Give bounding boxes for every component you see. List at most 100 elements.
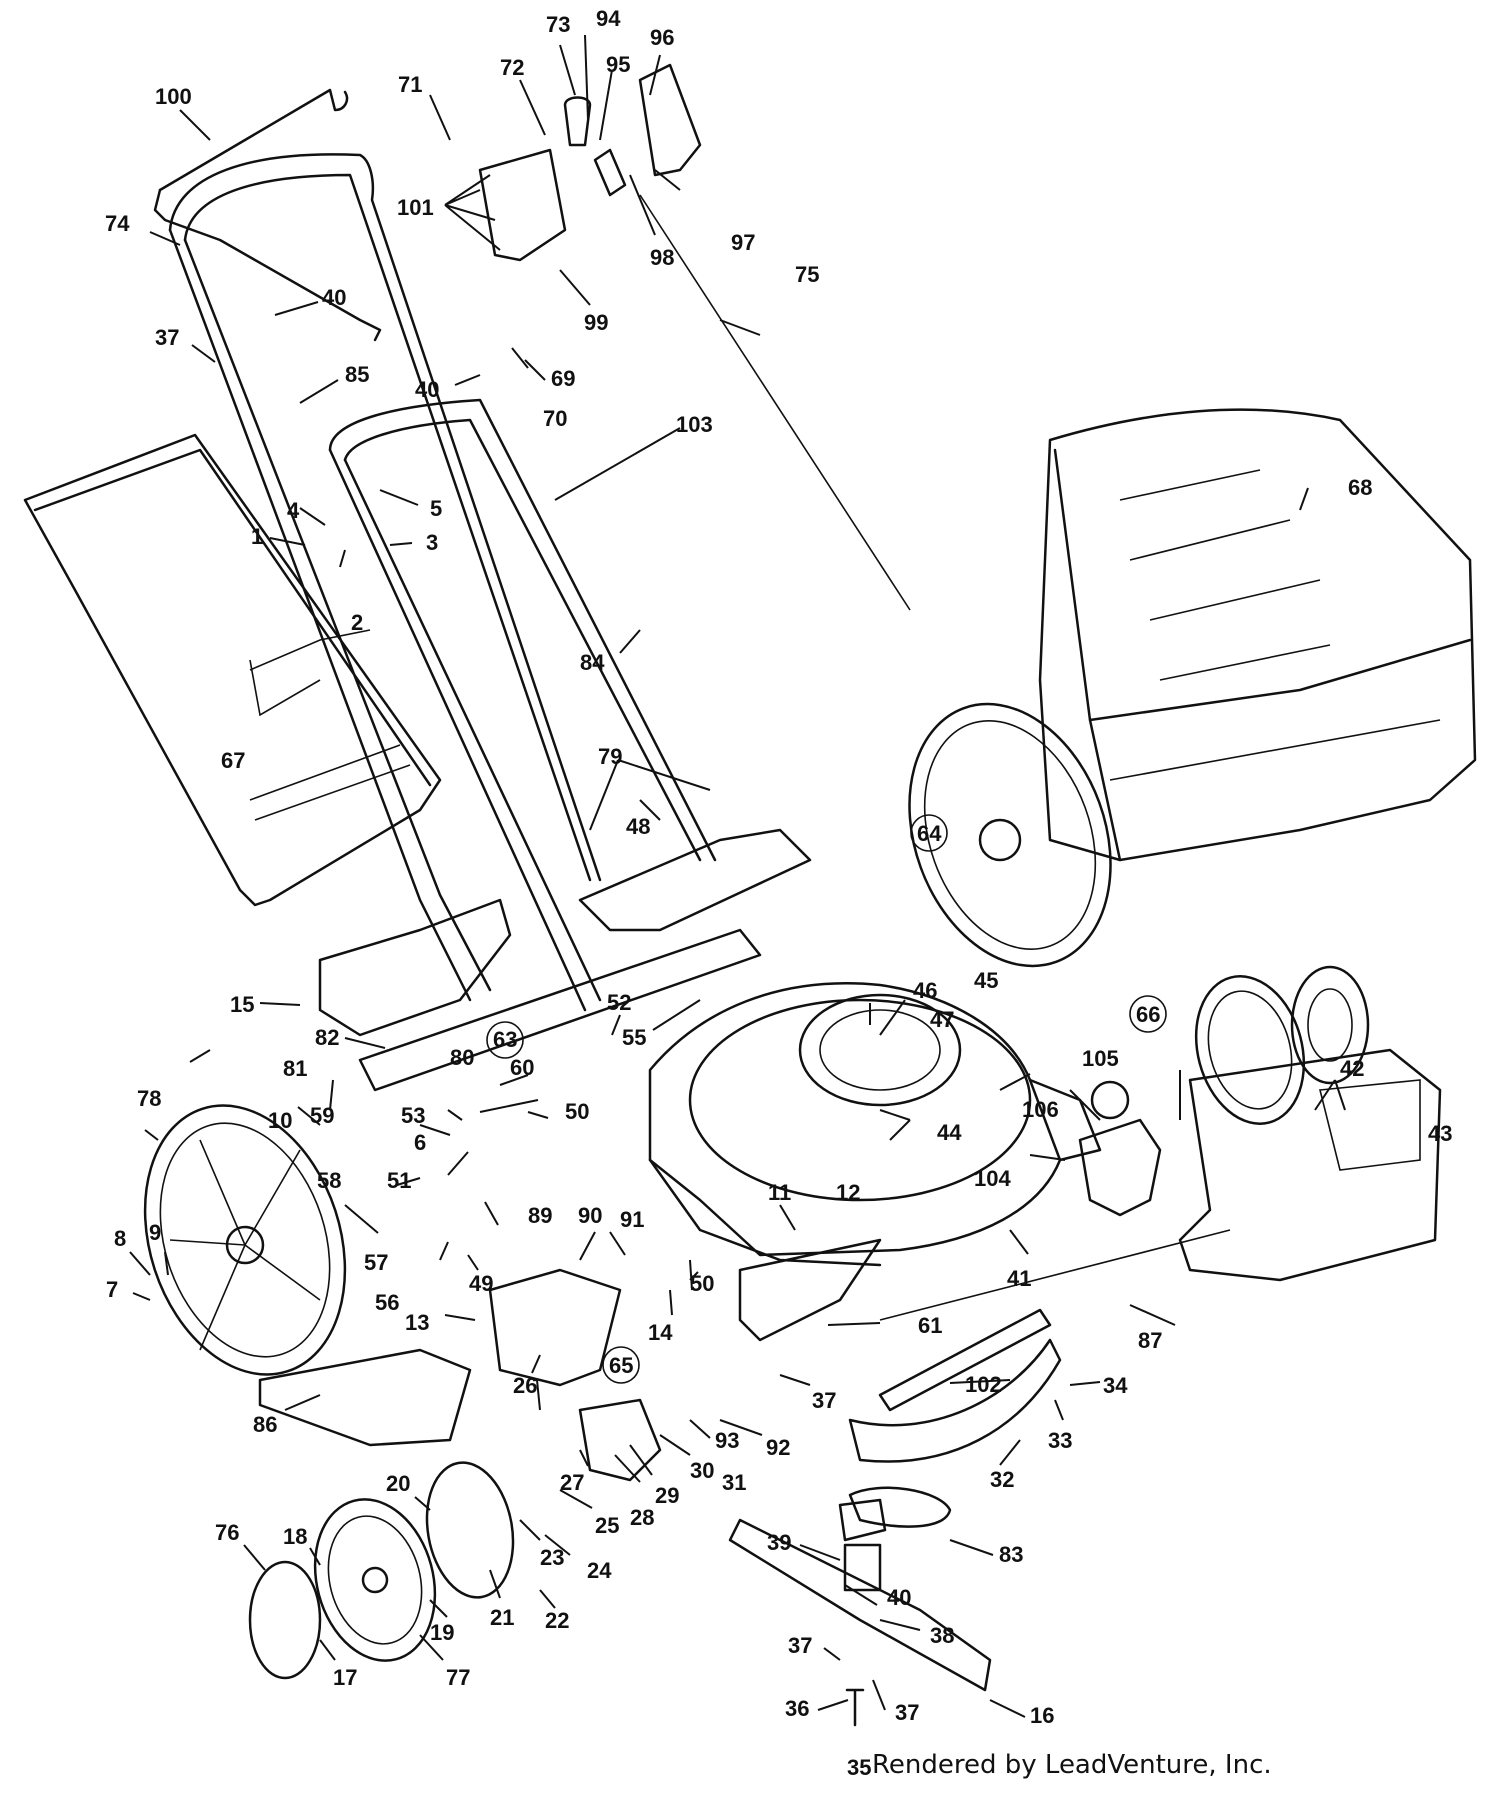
callout-25: 25: [595, 1513, 619, 1538]
render-credit: Rendered by LeadVenture, Inc.: [872, 1750, 1272, 1780]
callout-2: 2: [351, 610, 363, 635]
callout-74: 74: [105, 211, 130, 236]
callout-91: 91: [620, 1207, 644, 1232]
callout-51: 51: [387, 1168, 411, 1193]
callout-17: 17: [333, 1665, 357, 1690]
callout-72: 72: [500, 55, 524, 80]
callout-41: 41: [1007, 1266, 1031, 1291]
circled-callouts: [486, 814, 1167, 1384]
callout-76: 76: [215, 1520, 239, 1545]
callout-98: 98: [650, 245, 674, 270]
belt-83: [848, 1486, 952, 1528]
leader-lines: [129, 34, 1346, 1718]
deflector-15: [318, 898, 512, 1037]
callout-21: 21: [490, 1605, 514, 1630]
callout-18: 18: [283, 1524, 307, 1549]
callout-7: 7: [106, 1277, 118, 1302]
callout-63: 63: [493, 1027, 517, 1052]
callout-93: 93: [715, 1428, 739, 1453]
callout-67: 67: [221, 748, 245, 773]
rear-wheel-64: [908, 702, 1112, 968]
callout-34: 34: [1103, 1373, 1128, 1398]
callout-37: 37: [895, 1700, 919, 1725]
callout-65: 65: [609, 1353, 633, 1378]
callout-5: 5: [430, 496, 442, 521]
callout-90: 90: [578, 1203, 602, 1228]
callout-39: 39: [767, 1530, 791, 1555]
callout-3: 3: [426, 530, 438, 555]
callout-19: 19: [430, 1620, 454, 1645]
callout-40: 40: [322, 285, 346, 310]
callout-82: 82: [315, 1025, 339, 1050]
callout-40: 40: [887, 1585, 911, 1610]
callout-83: 83: [999, 1542, 1023, 1567]
callout-57: 57: [364, 1250, 388, 1275]
callout-12: 12: [836, 1180, 860, 1205]
callout-59: 59: [310, 1103, 334, 1128]
callout-50: 50: [690, 1271, 714, 1296]
callout-71: 71: [398, 72, 422, 97]
mower-deck: [648, 982, 1102, 1267]
grass-bag-68: [1038, 408, 1477, 862]
callout-42: 42: [1340, 1056, 1364, 1081]
callout-58: 58: [317, 1168, 341, 1193]
callout-75: 75: [795, 262, 819, 287]
front-wheel-66: [1194, 965, 1370, 1125]
callout-81: 81: [283, 1056, 307, 1081]
chute-86: [258, 1348, 472, 1447]
drive-shaft-102: [878, 1308, 1052, 1412]
callout-1: 1: [251, 524, 263, 549]
callout-30: 30: [690, 1458, 714, 1483]
callout-70: 70: [543, 406, 567, 431]
callout-28: 28: [630, 1505, 654, 1530]
callout-77: 77: [446, 1665, 470, 1690]
callout-106: 106: [1022, 1097, 1059, 1122]
callout-8: 8: [114, 1226, 126, 1251]
handle-assembly: [153, 63, 911, 1012]
callout-16: 16: [1030, 1703, 1054, 1728]
callout-50: 50: [565, 1099, 589, 1124]
callout-84: 84: [580, 650, 605, 675]
callout-9: 9: [149, 1220, 161, 1245]
rear-wheel-78: [143, 1104, 347, 1376]
callout-35: 35: [847, 1755, 871, 1780]
callout-32: 32: [990, 1467, 1014, 1492]
callout-46: 46: [913, 978, 937, 1003]
callout-66: 66: [1136, 1002, 1160, 1027]
hubcap-76: [248, 1560, 322, 1680]
callout-68: 68: [1348, 475, 1372, 500]
callout-23: 23: [540, 1545, 564, 1570]
callout-40: 40: [415, 377, 439, 402]
front-wheel-77: [313, 1498, 437, 1662]
callout-78: 78: [137, 1086, 161, 1111]
callout-36: 36: [785, 1696, 809, 1721]
callout-11: 11: [768, 1180, 791, 1205]
callout-95: 95: [606, 52, 630, 77]
callout-94: 94: [596, 6, 621, 31]
side-discharge-13: [488, 1268, 622, 1387]
hinge-rod-82: [358, 928, 762, 1092]
callout-14: 14: [648, 1320, 673, 1345]
callout-61: 61: [918, 1313, 942, 1338]
blade-bolt-35: [845, 1688, 865, 1727]
callout-26: 26: [513, 1373, 537, 1398]
callout-27: 27: [560, 1470, 584, 1495]
callout-10: 10: [268, 1108, 292, 1133]
callout-49: 49: [469, 1271, 493, 1296]
callout-102: 102: [965, 1372, 1002, 1397]
callout-48: 48: [626, 814, 650, 839]
callout-13: 13: [405, 1310, 429, 1335]
mulch-plug-48: [578, 828, 812, 932]
callout-37: 37: [812, 1388, 836, 1413]
callout-37: 37: [788, 1633, 812, 1658]
pulley-39: [838, 1498, 887, 1542]
callout-labels: 100 71 72 73 94 95 96 97 98 99 101 74 40…: [105, 6, 1452, 1780]
callout-99: 99: [584, 310, 608, 335]
callout-73: 73: [546, 12, 570, 37]
callout-55: 55: [622, 1025, 646, 1050]
callout-56: 56: [375, 1290, 399, 1315]
callout-37: 37: [155, 325, 179, 350]
callout-60: 60: [510, 1055, 534, 1080]
skirt-32: [848, 1338, 1062, 1463]
